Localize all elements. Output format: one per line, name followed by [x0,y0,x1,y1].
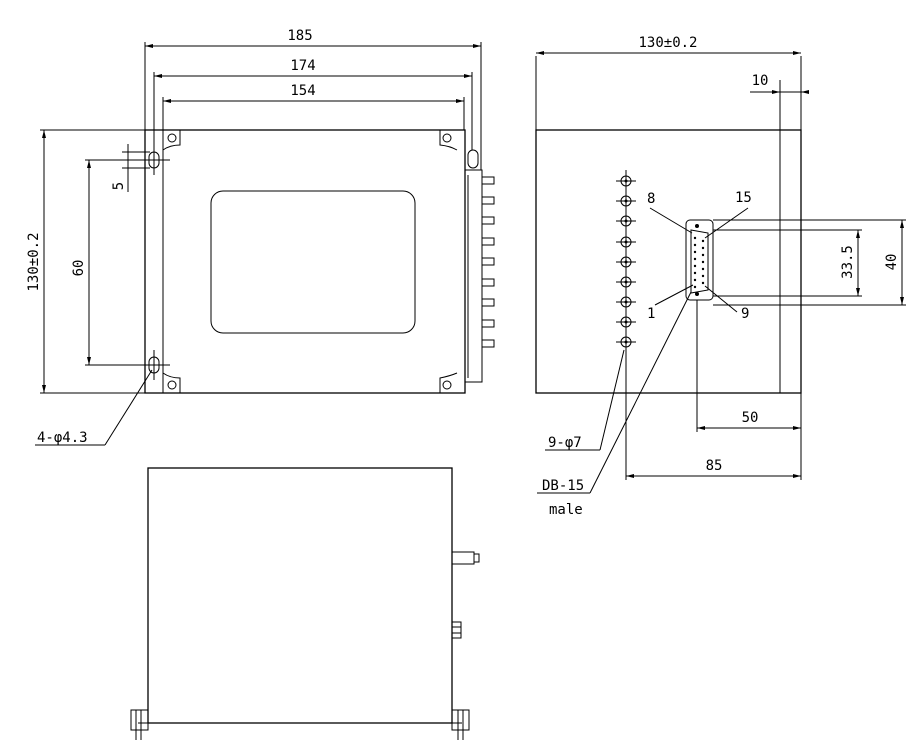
dim-50: 50 [742,410,759,426]
pin-label-9: 9 [741,306,749,322]
holes-callout: 4-φ4.3 [37,430,88,446]
side-view: 130±0.2 10 [535,35,906,518]
dim-185: 185 [287,28,312,44]
corner-hole [439,130,458,151]
front-view-outline [147,467,453,724]
corner-hole [162,130,181,151]
corner-hole [439,372,458,393]
pin-label-1: 1 [647,306,655,322]
display-window [210,190,416,334]
side-connector-stub [451,551,475,565]
foot [451,709,470,731]
top-view-outline [144,129,466,394]
side-view-outline [535,129,802,394]
dim-height: 130±0.2 [26,232,42,291]
dim-side-width: 130±0.2 [638,35,697,51]
pin-label-15: 15 [735,190,752,206]
jack [616,296,636,308]
connector-jacks-top-view [467,175,495,378]
jack [616,276,636,288]
connector-type: DB-15 [542,478,584,494]
connector-gender: male [549,502,583,518]
corner-hole [162,372,181,393]
side-jack [451,621,462,639]
slot-hole [467,149,479,169]
dim-85: 85 [706,458,723,474]
dim-40: 40 [884,254,900,271]
dim-10: 10 [752,73,769,89]
dim-174: 174 [290,58,315,74]
front-view [130,467,480,740]
foot [130,709,149,731]
dim-5: 5 [111,182,127,190]
jack [616,236,636,248]
db15-connector [685,219,714,301]
pin-label-8: 8 [647,191,655,207]
jacks-callout: 9-φ7 [548,435,582,451]
dim-60: 60 [71,260,87,277]
jack [616,316,636,328]
jack [616,215,636,227]
top-view: 185 174 154 130±0.2 60 5 4-φ4.3 [26,28,495,446]
dim-33-5: 33.5 [840,245,856,279]
jack [616,195,636,207]
dim-154: 154 [290,83,315,99]
jack [616,175,636,187]
jack [616,336,636,348]
jack [616,256,636,268]
